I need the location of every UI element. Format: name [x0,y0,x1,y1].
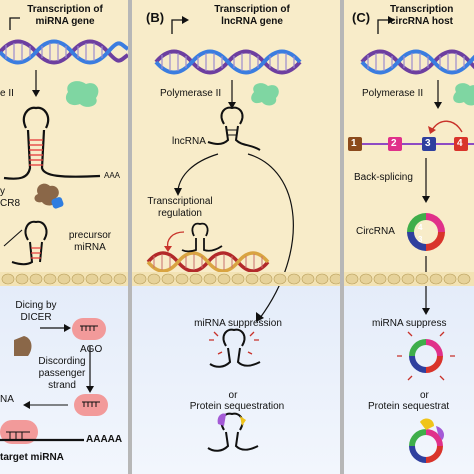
ago-protein [72,318,106,340]
polya-tail-target: AAAAA [86,434,123,445]
nucleus-region [0,0,128,283]
tss-arrow [171,19,184,34]
polymerase-label-b: Polymerase II [160,88,222,99]
panel-c-label: (C) [352,10,371,25]
circrna-label: CircRNA [356,226,395,237]
lncrna-label: lncRNA [172,136,206,147]
exon-1 [348,137,362,151]
discording-label: Discording passenger strand [38,356,86,391]
panel-c-graphics [344,16,474,463]
exon-1-label: 1 [351,138,357,149]
exon-2 [388,137,402,151]
drosha-label: y CR8 [0,186,21,209]
tss-arrow [377,19,390,34]
circrna-sponge [397,331,455,381]
circrna-ring [407,213,445,251]
backsplice-arrow [431,120,463,133]
circrna-protein [409,418,444,463]
polymerase-blob [453,83,474,106]
nucleus-region [132,0,340,283]
dicer-blob [14,336,32,356]
exon-3-label: 3 [425,138,431,149]
circ-protein-sequestration-label: Protein sequestrat [368,401,450,412]
exon-4-label: 4 [457,138,463,149]
circ-mirna-suppression-label: miRNA suppress [372,318,447,329]
or-label: or [228,390,238,401]
nuclear-membrane [0,272,128,286]
back-splicing-label: Back-splicing [354,172,413,183]
polymerase-label-a: e II [0,88,14,99]
panel-b-graphics [132,16,340,452]
dicing-label: Dicing by DICER [15,300,57,323]
dna-helix-c [360,49,474,75]
regulation-label: Transcriptional regulation [147,196,213,219]
polymerase-blob [251,83,279,106]
circ-exon-4: 4 [418,223,423,232]
panel-a-graphics [0,17,128,444]
nuclear-membrane [344,272,474,286]
precursor-label: precursor miRNA [68,230,112,253]
polymerase-label-c: Polymerase II [362,88,424,99]
lncrna-protein [207,412,259,452]
polya-tail-a: AAA [104,171,121,180]
circ-or-label: or [420,390,429,401]
panel-b: (B) Transcription of lncRNA gene Polymer… [132,0,340,474]
panel-divider-bc [340,0,344,474]
ago-protein-2 [74,394,108,416]
dna-helix-a [0,39,128,65]
dna-helix-b [154,49,302,75]
exon-4 [454,137,468,151]
lncrna-sponge [209,328,261,368]
exon-3 [422,137,436,151]
precursor-hairpin [11,220,48,266]
panel-a-title: Transcription of miRNA gene [27,4,103,27]
lncrna-structure [207,106,261,151]
protein-sequestration-label: Protein sequestration [189,401,285,412]
na-label: NA [0,394,14,405]
dgcr8-blob [51,197,64,209]
panel-b-title: Transcription of lncRNA gene [214,4,290,27]
polymerase-blob [65,81,99,107]
circ-exon-3: 3 [418,235,423,244]
panel-b-label: (B) [146,10,165,25]
tss-arrow [9,17,20,30]
panel-c-title: Transcription circRNA host [390,4,454,27]
nuclear-membrane [132,272,340,286]
panel-c: (C) Transcription circRNA host Polymeras… [344,0,474,474]
ago-label: AGO [80,344,103,355]
mirna-suppression-label: miRNA suppression [194,318,282,329]
target-mirna-label: target miRNA [0,452,64,463]
panel-a: Transcription of miRNA gene e II AAA y C… [0,0,128,474]
dna-helix-regulation [146,251,270,273]
lncrna-bound [181,222,223,253]
pri-mirna-hairpin [3,106,101,180]
panel-divider-ab [128,0,132,474]
exon-2-label: 2 [391,138,397,149]
